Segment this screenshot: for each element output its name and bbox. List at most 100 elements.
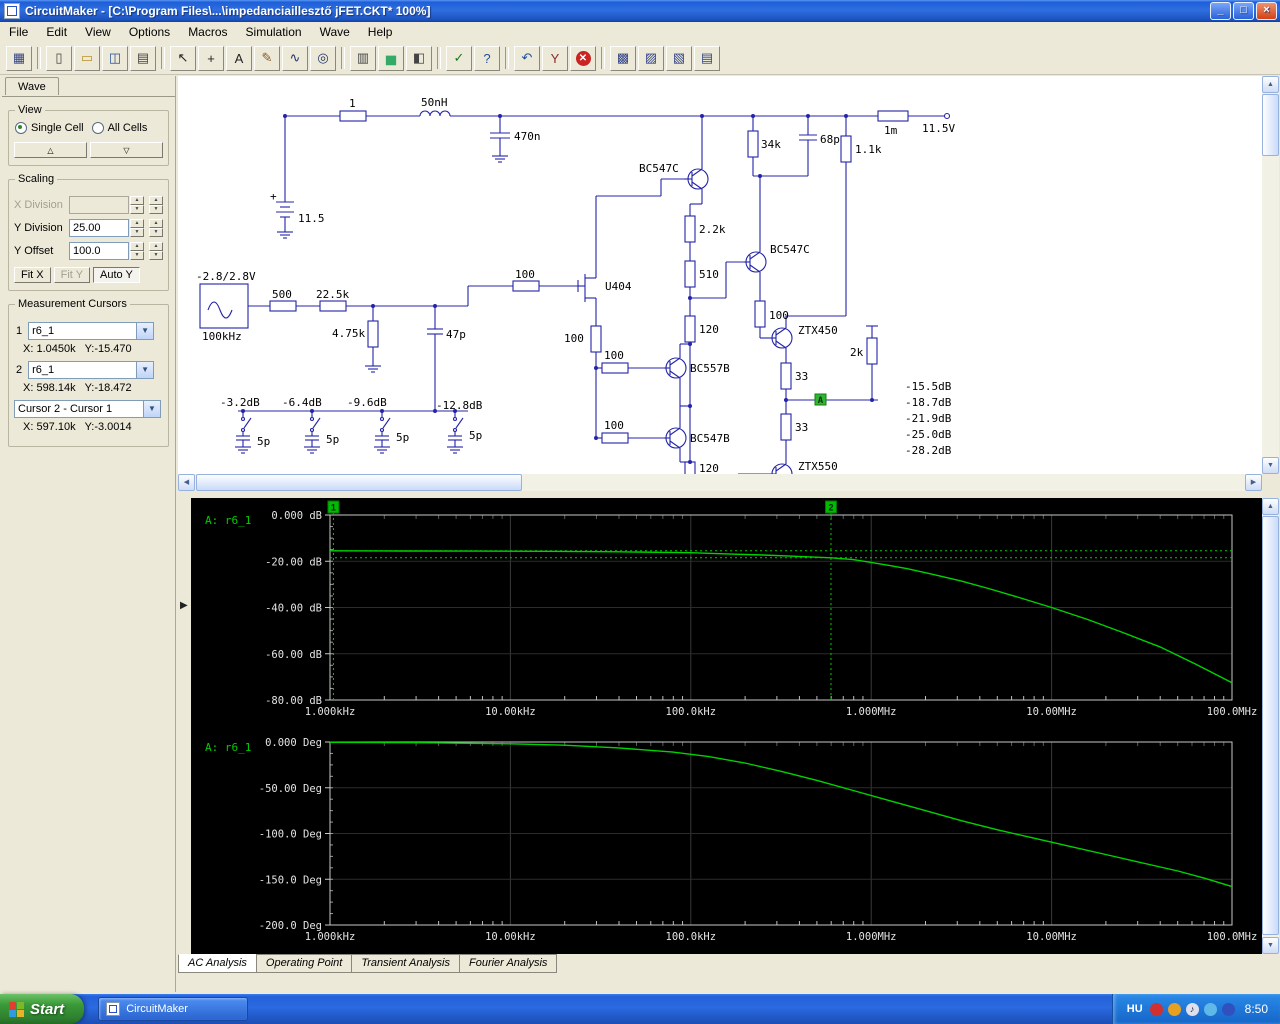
spinner-down-icon[interactable]: ▼ — [149, 251, 163, 260]
spinner-down-icon[interactable]: ▼ — [149, 205, 163, 214]
spinner-up-icon[interactable]: ▲ — [149, 219, 163, 228]
scrollbar-thumb[interactable] — [1262, 516, 1279, 935]
menu-file[interactable]: File — [9, 25, 29, 39]
scroll-up-icon[interactable]: ▲ — [1262, 76, 1279, 93]
y-offset-spinner-2[interactable]: ▲▼ — [149, 242, 163, 260]
cursor-icon[interactable]: ↖ — [170, 45, 196, 71]
cursor-2-signal-select[interactable]: r6_1 ▼ — [28, 361, 155, 379]
messenger-tray-icon[interactable] — [1221, 1002, 1235, 1016]
probe-y-icon[interactable]: Y — [542, 45, 568, 71]
fit-x-button[interactable]: Fit X — [14, 267, 51, 283]
board-icon[interactable]: ▦ — [6, 45, 32, 71]
crosshair-icon[interactable]: + — [198, 45, 224, 71]
volume-tray-icon[interactable]: ♪ — [1185, 1002, 1199, 1016]
x-division-spinner[interactable]: ▲▼ — [130, 196, 144, 214]
wave-vertical-scrollbar[interactable]: ▲ ▼ — [1262, 498, 1279, 954]
menu-view[interactable]: View — [85, 25, 111, 39]
start-button[interactable]: Start — [0, 994, 85, 1024]
wave-up-button[interactable]: △ — [14, 142, 87, 158]
menu-help[interactable]: Help — [367, 25, 393, 39]
probe-marker-a[interactable] — [814, 393, 827, 406]
chevron-down-icon[interactable]: ▼ — [136, 323, 154, 339]
chart-icon[interactable]: ▅ — [378, 45, 404, 71]
run-check-icon[interactable]: ✓ — [446, 45, 472, 71]
splitter-arrow-icon[interactable]: ▶ — [180, 600, 188, 611]
help-icon[interactable]: ? — [474, 45, 500, 71]
scroll-left-icon[interactable]: ◀ — [178, 474, 195, 491]
y-division-input[interactable] — [69, 219, 129, 237]
y-offset-input[interactable] — [69, 242, 129, 260]
scroll-up-icon[interactable]: ▲ — [1262, 498, 1279, 515]
spinner-up-icon[interactable]: ▲ — [130, 196, 144, 205]
scheduler-tray-icon[interactable] — [1167, 1002, 1181, 1016]
spinner-up-icon[interactable]: ▲ — [130, 219, 144, 228]
auto-y-button[interactable]: Auto Y — [93, 267, 140, 283]
menu-edit[interactable]: Edit — [46, 25, 68, 39]
probe-pen-icon[interactable]: ✎ — [254, 45, 280, 71]
fit-y-button[interactable]: Fit Y — [53, 267, 91, 283]
zoom-wave-icon[interactable]: ∿ — [282, 45, 308, 71]
wave-tab[interactable]: Wave — [5, 77, 59, 95]
close-button[interactable]: × — [1256, 2, 1277, 20]
spinner-down-icon[interactable]: ▼ — [130, 228, 144, 237]
x-division-spinner-2[interactable]: ▲▼ — [149, 196, 163, 214]
scrollbar-thumb[interactable] — [1262, 94, 1279, 156]
spinner-down-icon[interactable]: ▼ — [130, 251, 144, 260]
cursor-diff-select[interactable]: Cursor 2 - Cursor 1 ▼ — [14, 400, 161, 418]
taskbar-task-circuitmaker[interactable]: CircuitMaker — [98, 997, 249, 1021]
y-offset-spinner[interactable]: ▲▼ — [130, 242, 144, 260]
split-view-icon[interactable]: ◧ — [406, 45, 432, 71]
scope-window-4-icon[interactable]: ▤ — [694, 45, 720, 71]
spinner-down-icon[interactable]: ▼ — [130, 205, 144, 214]
tab-ac-analysis[interactable]: AC Analysis — [178, 954, 257, 973]
spinner-up-icon[interactable]: ▲ — [149, 242, 163, 251]
menu-wave[interactable]: Wave — [319, 25, 350, 39]
text-tool-icon[interactable]: A — [226, 45, 252, 71]
tab-operating-point[interactable]: Operating Point — [255, 954, 353, 973]
wave-splitter-strip[interactable] — [178, 498, 191, 954]
single-cell-radio[interactable] — [15, 122, 27, 134]
spinner-up-icon[interactable]: ▲ — [149, 196, 163, 205]
waveform-display[interactable]: 0.000 dB-20.00 dB-40.00 dB-60.00 dB-80.0… — [191, 498, 1262, 954]
save-icon[interactable]: ◫ — [102, 45, 128, 71]
print-icon[interactable]: ▤ — [130, 45, 156, 71]
menu-macros[interactable]: Macros — [188, 25, 228, 39]
scope-window-1-icon[interactable]: ▩ — [610, 45, 636, 71]
tab-fourier-analysis[interactable]: Fourier Analysis — [458, 954, 558, 973]
antivirus-tray-icon[interactable] — [1149, 1002, 1163, 1016]
language-indicator[interactable]: HU — [1126, 1003, 1143, 1015]
minimize-button[interactable]: _ — [1210, 2, 1231, 20]
scope-window-3-icon[interactable]: ▧ — [666, 45, 692, 71]
measurement-cursor-flag[interactable] — [327, 500, 340, 514]
measurement-cursor-flag[interactable] — [824, 500, 837, 514]
stop-icon[interactable]: ✕ — [570, 45, 596, 71]
menu-options[interactable]: Options — [128, 25, 171, 39]
scrollbar-thumb[interactable] — [196, 474, 522, 491]
open-file-icon[interactable]: ▭ — [74, 45, 100, 71]
x-division-input[interactable] — [69, 196, 129, 214]
zoom-icon[interactable]: ◎ — [310, 45, 336, 71]
scroll-down-icon[interactable]: ▼ — [1262, 457, 1279, 474]
chevron-down-icon[interactable]: ▼ — [143, 401, 160, 417]
search-page-icon[interactable]: ▥ — [350, 45, 376, 71]
scope-window-2-icon[interactable]: ▨ — [638, 45, 664, 71]
scroll-down-icon[interactable]: ▼ — [1262, 937, 1279, 954]
circuit-horizontal-scrollbar[interactable]: ◀ ▶ — [178, 474, 1262, 491]
all-cells-radio[interactable] — [91, 122, 104, 134]
menu-simulation[interactable]: Simulation — [245, 25, 302, 39]
y-division-spinner-2[interactable]: ▲▼ — [149, 219, 163, 237]
spinner-down-icon[interactable]: ▼ — [149, 228, 163, 237]
cursor-1-signal-select[interactable]: r6_1 ▼ — [28, 322, 155, 340]
tab-transient-analysis[interactable]: Transient Analysis — [351, 954, 460, 973]
chevron-down-icon[interactable]: ▼ — [136, 362, 154, 378]
scroll-right-icon[interactable]: ▶ — [1245, 474, 1262, 491]
spinner-up-icon[interactable]: ▲ — [130, 242, 144, 251]
wave-down-button[interactable]: ▽ — [90, 142, 163, 158]
reset-icon[interactable]: ↶ — [514, 45, 540, 71]
display-tray-icon[interactable] — [1203, 1002, 1217, 1016]
maximize-button[interactable]: □ — [1233, 2, 1254, 20]
new-file-icon[interactable]: ▯ — [46, 45, 72, 71]
circuit-vertical-scrollbar[interactable]: ▲ ▼ — [1262, 76, 1279, 474]
y-division-spinner[interactable]: ▲▼ — [130, 219, 144, 237]
